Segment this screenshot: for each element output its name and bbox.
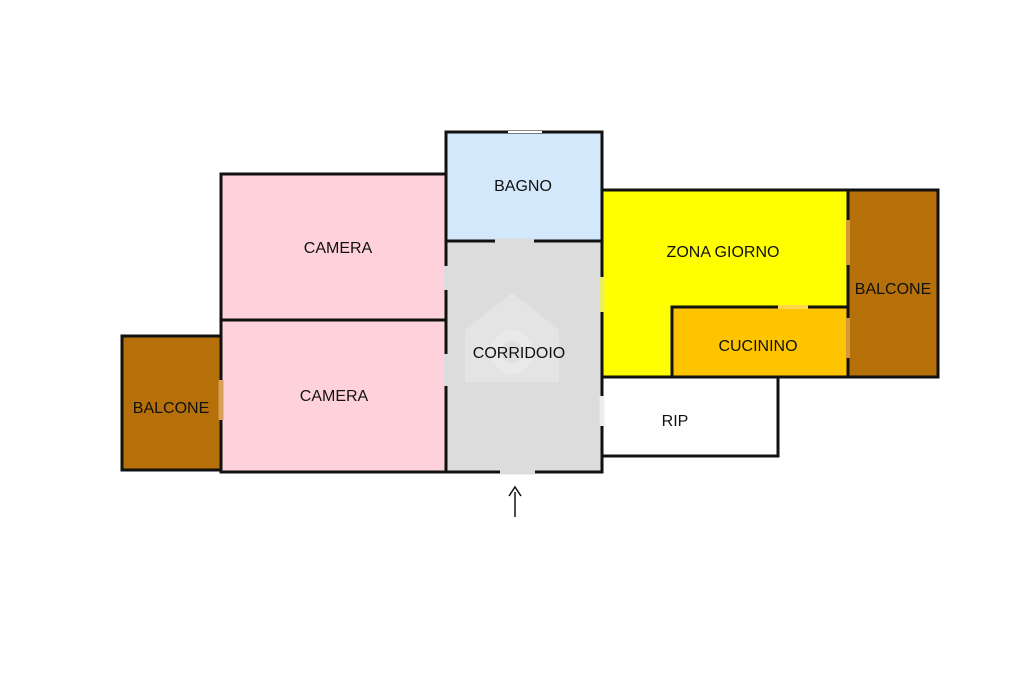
door-openings [218, 131, 850, 475]
room-bagno: BAGNO [444, 130, 604, 243]
room-cucinino: CUCININO [670, 305, 850, 379]
room-camera-top-label: CAMERA [304, 240, 373, 257]
room-balcone-left-area [120, 334, 223, 472]
room-balcone-right: BALCONE [846, 188, 940, 379]
room-rip-area [600, 375, 780, 458]
room-bagno-area [444, 130, 604, 243]
room-cucinino-area [670, 305, 850, 379]
room-zona-giorno-label: ZONA GIORNO [667, 244, 780, 261]
room-corridoio-label: CORRIDOIO [473, 345, 565, 362]
room-cucinino-label: CUCININO [718, 338, 797, 355]
room-balcone-right-label: BALCONE [855, 281, 931, 298]
room-camera-bottom-label: CAMERA [300, 388, 369, 405]
room-balcone-left-label: BALCONE [133, 400, 209, 417]
room-camera-top: CAMERA [219, 172, 448, 322]
room-balcone-left: BALCONE [120, 334, 223, 472]
room-rip: RIP [600, 375, 780, 458]
room-rip-label: RIP [662, 413, 689, 430]
arrow-up-icon [508, 485, 522, 517]
room-bagno-label: BAGNO [494, 178, 552, 195]
room-balcone-right-area [846, 188, 940, 379]
room-camera-bottom-area [219, 318, 448, 474]
room-camera-top-area [219, 172, 448, 322]
house-watermark-icon [465, 293, 559, 382]
room-camera-bottom: CAMERA [219, 318, 448, 474]
